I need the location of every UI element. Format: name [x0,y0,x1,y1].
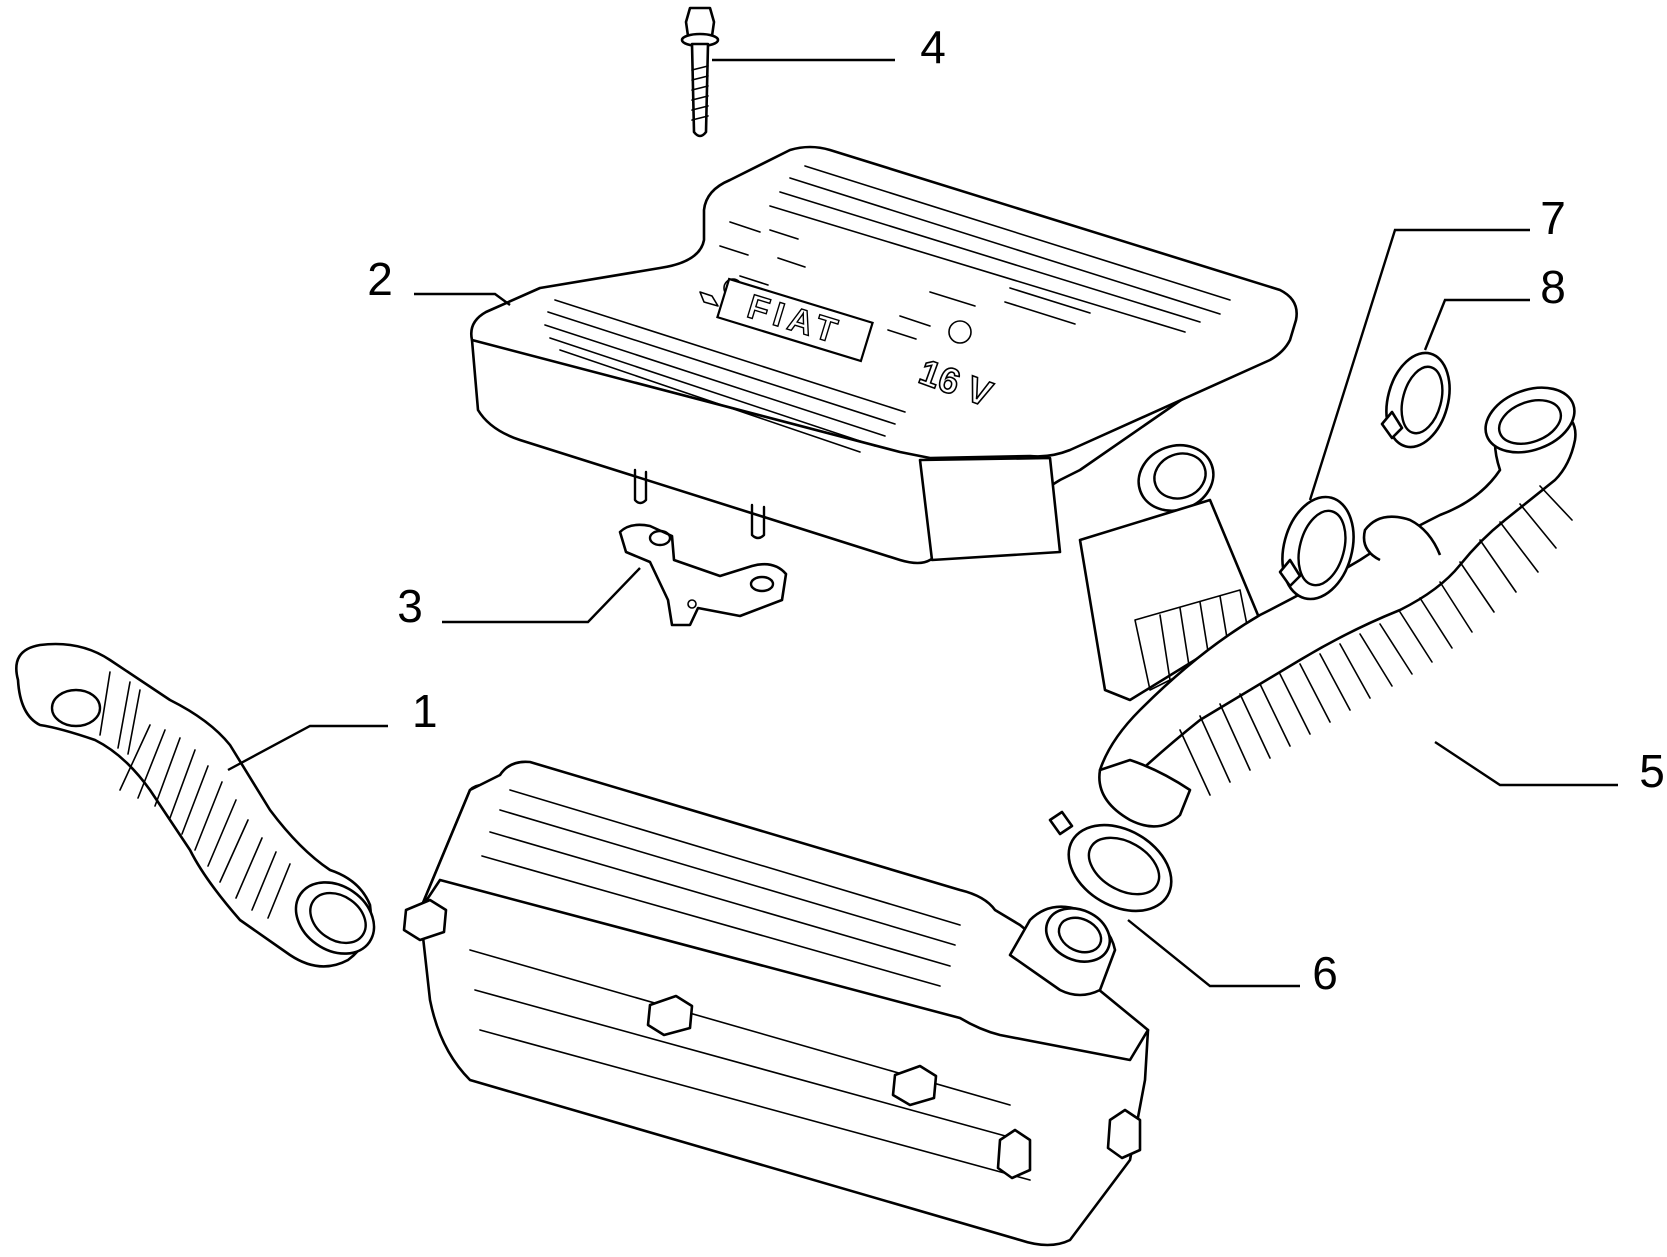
leader-line-2 [414,292,511,306]
hose-clamp-part-8 [1380,351,1451,449]
hose-clamp-part-7 [1278,495,1355,601]
callout-1: 1 [412,685,438,737]
callout-7: 7 [1540,192,1566,244]
callout-8: 8 [1540,261,1566,313]
leader-line-5 [1434,740,1618,787]
leader-line-1 [227,724,388,772]
leader-line-3 [442,567,641,624]
leader-line-6 [1127,919,1300,988]
callout-6: 6 [1312,947,1338,999]
leader-line-7 [1308,228,1530,501]
callout-5: 5 [1639,745,1665,797]
leader-line-8 [1423,298,1530,351]
intake-hose-part-5 [1098,386,1577,828]
air-filter-housing [402,760,1150,1247]
callout-2: 2 [367,253,393,305]
hose-clamp-part-6 [1048,810,1173,913]
callout-labels: 1 2 3 4 5 6 7 8 [367,21,1665,999]
bolt-part-4 [680,6,720,138]
intake-hose-part-1 [15,642,376,968]
leader-lines [227,58,1618,988]
bracket-part-3 [618,523,788,627]
callout-4: 4 [920,21,946,73]
callout-3: 3 [397,580,423,632]
air-filter-cover-part-2: FIAT 16 V [470,145,1298,702]
